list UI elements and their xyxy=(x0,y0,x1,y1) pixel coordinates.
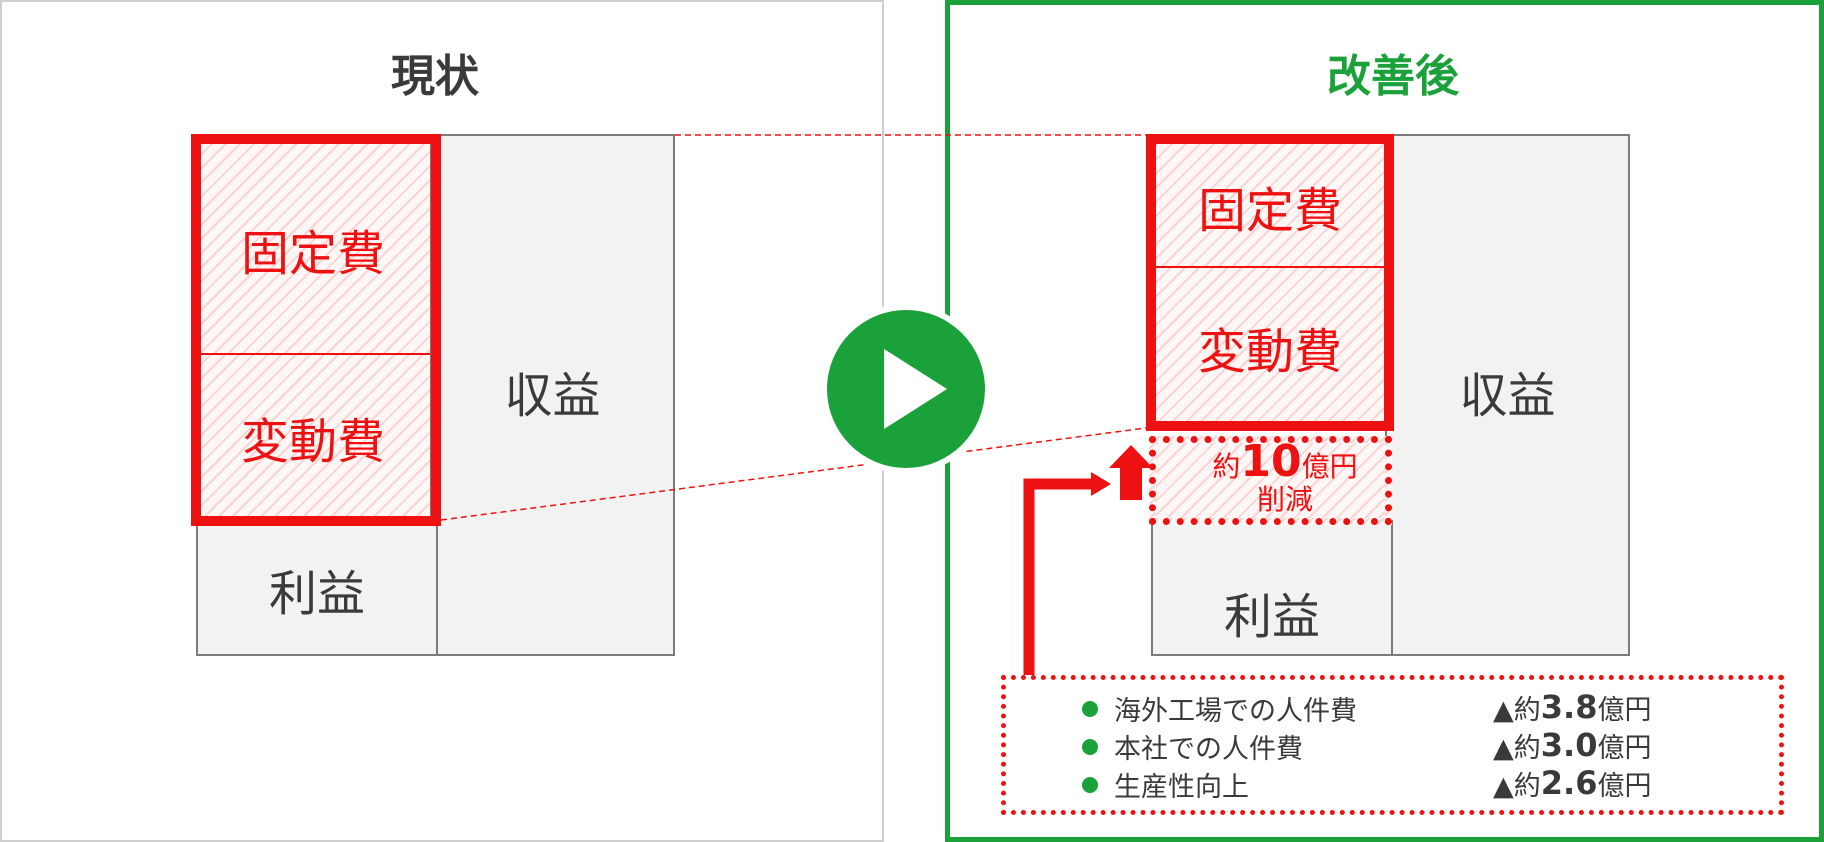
before-profit-box: 利益 xyxy=(196,522,438,656)
before-cost-frame xyxy=(191,134,441,526)
after-fixed-cost-label: 固定費 xyxy=(1197,182,1342,239)
before-fixed-cost-label: 固定費 xyxy=(240,226,385,282)
after-cost-divider xyxy=(1156,266,1384,268)
after-fixed-cost-box: 固定費 xyxy=(1156,144,1384,267)
after-variable-cost-box: 変動費 xyxy=(1156,267,1384,427)
reduction-amount: 10 xyxy=(1240,436,1302,487)
after-profit-label: 利益 xyxy=(1223,589,1320,645)
reduction-text: 約10億円 削減 xyxy=(1185,440,1385,514)
reduction-prefix: 約 xyxy=(1212,450,1241,483)
after-revenue-box: 収益 xyxy=(1385,134,1630,656)
breakdown-label: 本社での人件費 xyxy=(1114,733,1303,765)
before-fixed-cost-box: 固定費 xyxy=(196,144,430,354)
before-profit-label: 利益 xyxy=(268,566,365,622)
reduction-box xyxy=(1149,436,1392,525)
breakdown-label: 海外工場での人件費 xyxy=(1114,695,1357,727)
before-revenue-box: 収益 xyxy=(430,134,675,656)
after-title: 改善後 xyxy=(1327,51,1459,102)
bullet-icon xyxy=(1082,739,1098,755)
bullet-icon xyxy=(1082,701,1098,717)
reduction-label: 削減 xyxy=(1256,483,1313,516)
after-profit-box: 利益 xyxy=(1151,520,1393,656)
before-title: 現状 xyxy=(391,51,479,102)
breakdown-box xyxy=(1001,675,1784,815)
after-revenue-label: 収益 xyxy=(1459,368,1556,424)
reduction-unit: 億円 xyxy=(1301,450,1358,483)
breakdown-label: 生産性向上 xyxy=(1114,771,1249,803)
before-revenue-label: 収益 xyxy=(504,368,601,424)
bullet-icon xyxy=(1082,777,1098,793)
after-variable-cost-label: 変動費 xyxy=(1197,324,1342,380)
before-variable-cost-box: 変動費 xyxy=(196,354,430,519)
before-variable-cost-label: 変動費 xyxy=(240,413,385,470)
after-cost-frame xyxy=(1146,134,1394,431)
before-cost-divider xyxy=(196,353,430,355)
